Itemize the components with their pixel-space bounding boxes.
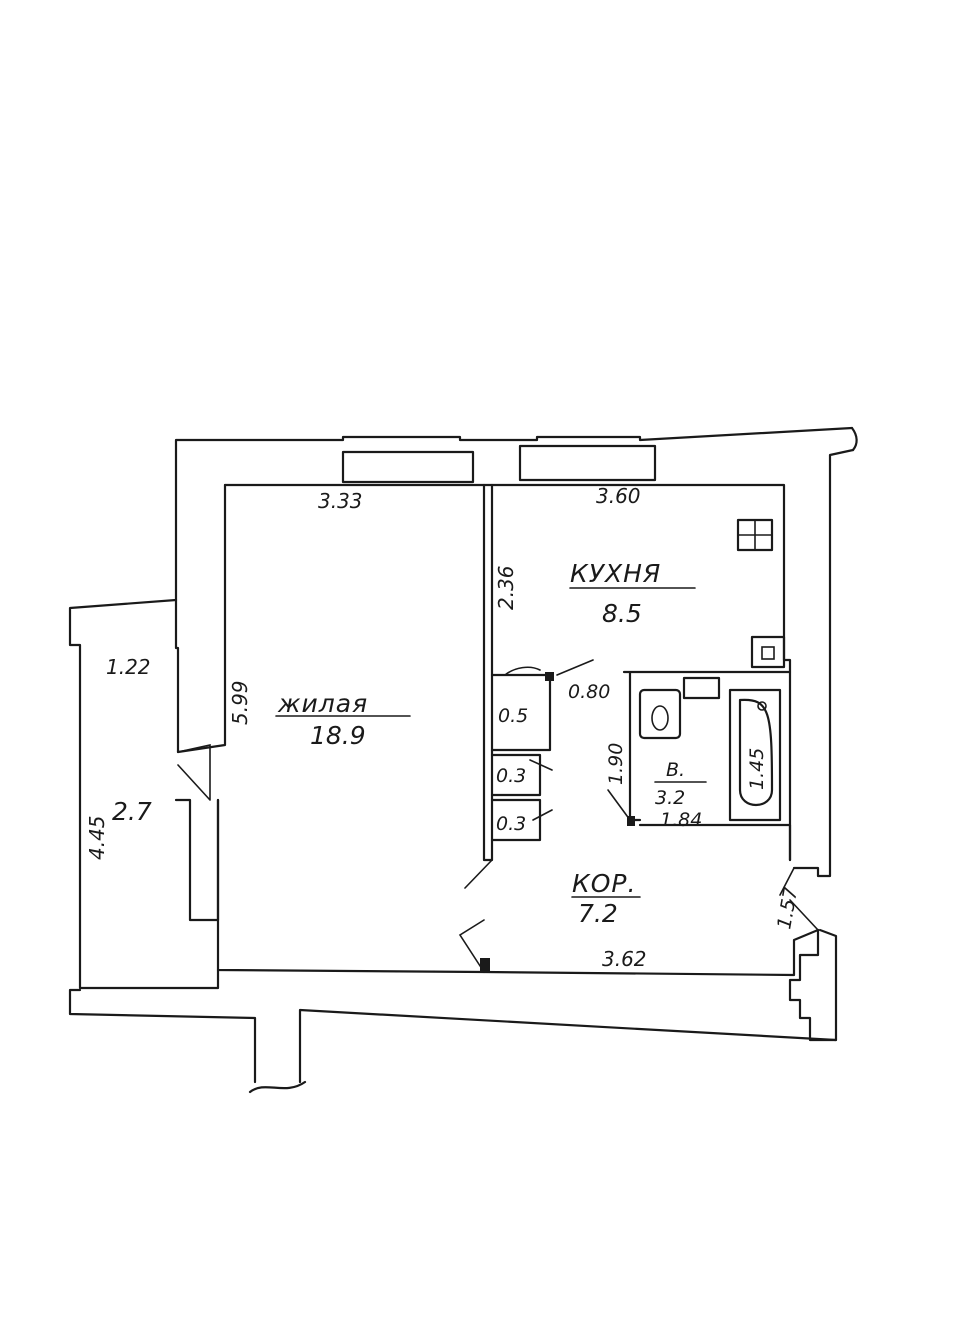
dim-living-depth: 5.99: [228, 680, 252, 725]
bottom-outer-wall-left: [68, 988, 257, 1084]
living-door: [458, 859, 493, 973]
corridor-wall: [482, 928, 820, 977]
corridor-area: 7.2: [578, 899, 618, 928]
bathroom-post: [627, 816, 635, 826]
corridor-name: КОР.: [572, 869, 636, 898]
dim-kitchen-depth: 2.36: [494, 565, 518, 610]
dim-balcony-length: 4.45: [85, 815, 109, 860]
balcony-door-jamb: [174, 798, 220, 922]
window-kitchen: [518, 444, 657, 482]
closet-door: [504, 659, 594, 821]
toilet-bowl-icon: [651, 705, 669, 731]
outer-wall-break: [850, 426, 858, 452]
bathtub-drain-icon: [757, 701, 767, 711]
dim-corridor-depth: 1.57: [773, 885, 802, 930]
stove-icon: [750, 635, 786, 669]
bottom-outer-wall: [298, 1008, 838, 1084]
balcony-wall: [68, 598, 220, 990]
stair-break: [248, 1080, 307, 1094]
dim-bathtub: 1.45: [746, 748, 768, 790]
dim-kitchen-width: 3.60: [596, 484, 641, 508]
closet-wall: [490, 673, 552, 842]
closet-b-area: 0.3: [496, 765, 526, 787]
bathroom-door: [607, 789, 631, 821]
dim-corridor-width: 3.62: [602, 947, 647, 971]
closet-a-area: 0.5: [498, 705, 528, 727]
closet-c-area: 0.3: [496, 813, 526, 835]
entry-door: [779, 867, 819, 931]
living-room-area: 18.9: [310, 721, 366, 750]
closet-post: [545, 672, 554, 681]
bath-name: В.: [666, 759, 685, 781]
partition-wall: [482, 483, 494, 862]
kitchen-window-cross: [737, 519, 773, 551]
stove-burner-icon: [761, 646, 775, 660]
door-post: [480, 958, 490, 972]
right-outer-wall: [792, 448, 855, 878]
dim-bath-width: 1.84: [660, 809, 702, 831]
toilet-icon: [638, 688, 682, 740]
living-room-name: жилая: [277, 689, 368, 718]
outer-wall: [174, 426, 854, 602]
kitchen-area: 8.5: [602, 599, 642, 628]
dim-bath-depth: 1.90: [605, 743, 627, 785]
balcony-inner-wall: [174, 598, 180, 754]
living-room-wall: [176, 483, 486, 974]
sink-icon: [682, 676, 721, 700]
dim-closet-door: 0.80: [568, 681, 610, 703]
bath-area: 3.2: [655, 787, 685, 809]
balcony-door: [177, 744, 211, 801]
right-outer-wall-lower: [788, 928, 838, 1042]
balcony-area: 2.7: [112, 797, 152, 826]
window-living: [341, 450, 475, 484]
dim-living-width: 3.33: [318, 489, 363, 513]
dim-balcony-width: 1.22: [106, 655, 151, 679]
kitchen-name: КУХНЯ: [570, 559, 661, 588]
